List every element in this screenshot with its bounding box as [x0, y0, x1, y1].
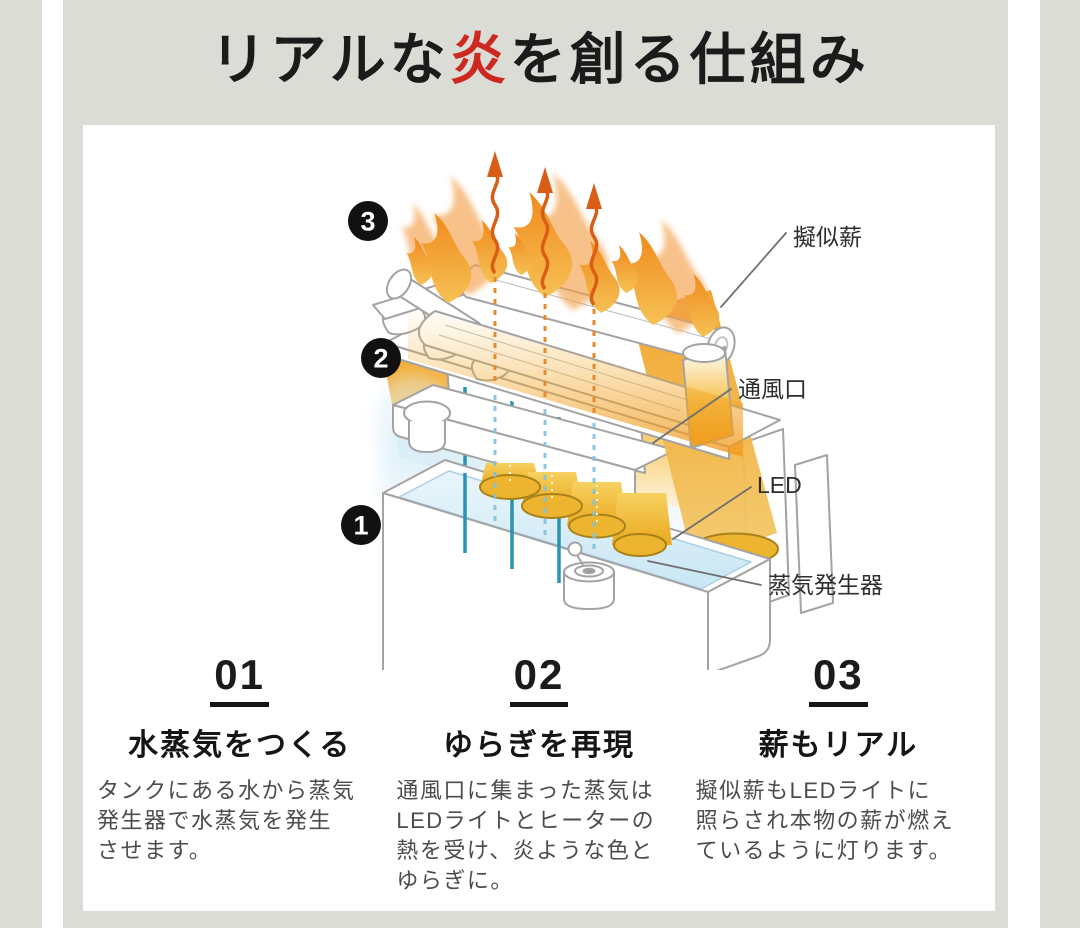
marker-3: 3 — [360, 207, 375, 237]
leader-line — [647, 560, 762, 586]
label-steam-generator: 蒸気発生器 — [768, 572, 883, 598]
step-column-2: 02 ゆらぎを再現 通風口に集まった蒸気は LEDライトとヒーターの 熱を受け、… — [396, 652, 681, 896]
log-glow — [408, 305, 743, 457]
page-title: リアルな炎を創る仕組み — [0, 24, 1080, 97]
cup-holder-bulge — [408, 421, 446, 453]
diagram-panel: 3 2 1 擬似薪 通風口 LED 蒸気発生器 01 水蒸気をつくる — [83, 125, 995, 911]
step-markers: 3 2 1 — [341, 201, 401, 545]
label-fake-logs: 擬似薪 — [793, 224, 862, 250]
log-end — [385, 268, 413, 300]
leader-line — [720, 232, 787, 308]
left-page-gutter — [42, 0, 63, 928]
title-text-suffix: を創る仕組み — [509, 28, 870, 91]
steam-arrows — [487, 151, 602, 419]
arrowhead-icon — [586, 183, 602, 209]
label-led: LED — [757, 472, 802, 498]
arrowhead-icon — [537, 167, 553, 193]
marker-3-circle — [348, 201, 388, 241]
part-labels: 擬似薪 通風口 LED 蒸気発生器 — [647, 224, 883, 598]
title-text: リアルな — [210, 28, 450, 91]
led-lens — [521, 493, 583, 519]
marker-2-circle — [361, 338, 401, 378]
step-heading: ゆらぎを再現 — [442, 729, 635, 763]
led-lens — [613, 533, 667, 557]
step-body: タンクにある水から蒸気 発生器で水蒸気を発生 させます。 — [97, 778, 356, 864]
fireplace-exploded-diagram: 3 2 1 擬似薪 通風口 LED 蒸気発生器 — [341, 151, 883, 670]
label-vent: 通風口 — [738, 376, 807, 402]
marker-1: 1 — [353, 511, 368, 541]
leader-line — [672, 486, 752, 540]
marker-2: 2 — [373, 344, 388, 374]
leader-line — [652, 388, 732, 444]
step-heading: 水蒸気をつくる — [127, 729, 352, 763]
steps-section: 01 水蒸気をつくる タンクにある水から蒸気 発生器で水蒸気を発生 させます。 … — [97, 652, 981, 896]
steam-generator-unit — [563, 541, 615, 611]
step-body: 通風口に集まった蒸気は LEDライトとヒーターの 熱を受け、炎ような色と ゆらぎ… — [396, 778, 656, 894]
marker-1-circle — [341, 505, 381, 545]
step-number: 01 — [210, 652, 270, 708]
step-body: 擬似薪もLEDライトに 照らされ本物の薪が燃え ているように灯ります。 — [695, 778, 955, 864]
step-number: 03 — [808, 652, 868, 708]
step-column-3: 03 薪もリアル 擬似薪もLEDライトに 照らされ本物の薪が燃え ているように灯… — [695, 652, 981, 896]
step-column-1: 01 水蒸気をつくる タンクにある水から蒸気 発生器で水蒸気を発生 させます。 — [97, 652, 382, 896]
log-stump-top — [682, 343, 726, 363]
step-number: 02 — [509, 652, 569, 708]
led-lens — [568, 513, 626, 539]
step-heading: 薪もリアル — [758, 729, 919, 763]
led-beams — [479, 463, 672, 557]
title-highlight-flame: 炎 — [449, 28, 510, 91]
led-lens — [479, 474, 541, 500]
arrowhead-icon — [487, 151, 503, 177]
right-page-gutter — [1008, 0, 1040, 928]
